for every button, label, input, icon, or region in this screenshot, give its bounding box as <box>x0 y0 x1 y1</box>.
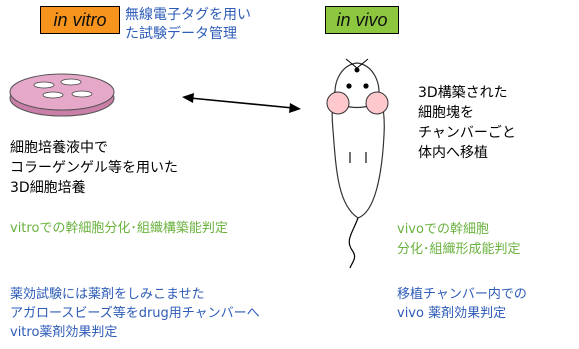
vivo-drug-text: 移植チャンバー内での vivo 薬剤効果判定 <box>397 285 527 323</box>
vivo-transplant-line-4: 体内へ移植 <box>418 145 488 161</box>
petri-dish-icon <box>9 73 115 117</box>
vivo-assessment-text: vivoでの幹細胞 分化･組織形成能判定 <box>397 220 521 260</box>
vivo-transplant-line-1: 3D構築された <box>418 85 508 101</box>
vitro-drug-line-3: vitro薬剤効果判定 <box>10 325 118 340</box>
vivo-assessment-line-1: vivoでの幹細胞 <box>397 222 489 237</box>
vitro-assessment-text: vitroでの幹細胞分化･組織構築能判定 <box>10 221 228 236</box>
vivo-drug-line-1: 移植チャンバー内での <box>397 287 527 302</box>
double-arrow-icon <box>182 93 301 113</box>
vivo-transplant-line-3: チャンバーごと <box>418 125 516 141</box>
vivo-transplant-line-2: 細胞塊を <box>418 105 474 121</box>
in-vivo-tag: in vivo <box>325 6 399 34</box>
vitro-drug-line-1: 薬効試験には薬剤をしみこませた <box>10 287 205 302</box>
mouse-icon <box>326 58 389 269</box>
vitro-culture-line-1: 細胞培養液中で <box>10 140 108 156</box>
vitro-drug-line-2: アガロースビーズ等をdrug用チャンバーへ <box>10 306 260 321</box>
vitro-culture-line-2: コラーゲンゲル等を用いた <box>10 160 178 176</box>
vivo-drug-line-2: vivo 薬剤効果判定 <box>397 306 507 321</box>
rfid-note-line-1: 無線電子タグを用い <box>125 7 251 23</box>
rfid-note-line-2: た試験データ管理 <box>125 26 237 42</box>
vivo-transplant-text: 3D構築された 細胞塊を チャンバーごと 体内へ移植 <box>418 83 516 163</box>
vitro-culture-line-3: 3D細胞培養 <box>10 180 86 196</box>
vitro-culture-text: 細胞培養液中で コラーゲンゲル等を用いた 3D細胞培養 <box>10 138 178 198</box>
vitro-drug-text: 薬効試験には薬剤をしみこませた アガロースビーズ等をdrug用チャンバーへ vi… <box>10 285 260 342</box>
in-vitro-tag: in vitro <box>40 6 120 34</box>
rfid-note: 無線電子タグを用い た試験データ管理 <box>125 6 251 44</box>
vivo-assessment-line-2: 分化･組織形成能判定 <box>397 242 521 257</box>
